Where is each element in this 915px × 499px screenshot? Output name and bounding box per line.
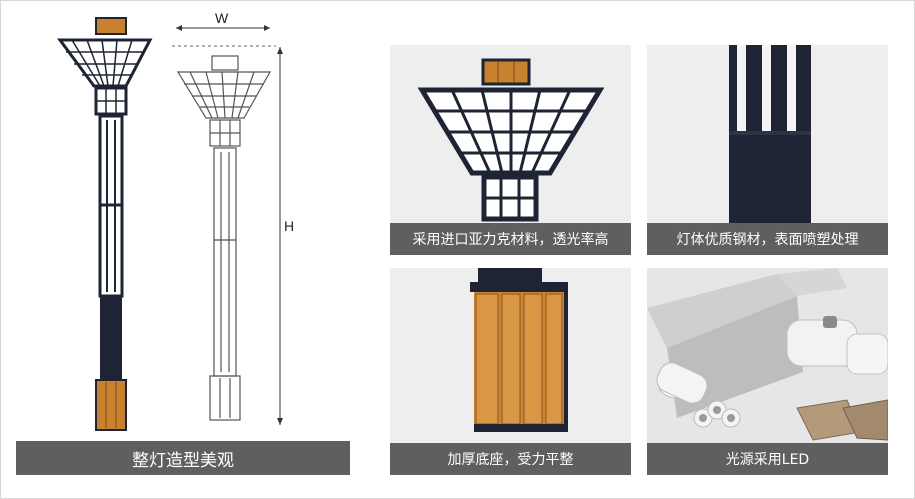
main-caption: 整灯造型美观 — [16, 441, 350, 475]
detail-panel-base: 加厚底座，受力平整 — [390, 268, 631, 475]
panel-caption-4: 光源采用LED — [647, 443, 888, 475]
height-label: H — [284, 218, 295, 234]
detail-panel-lamp-head: 采用进口亚力克材料，透光率高 — [390, 45, 631, 255]
lamp-head-photo — [417, 58, 605, 222]
lamp-color-drawing — [57, 17, 153, 431]
panel-caption-2: 灯体优质钢材，表面喷塑处理 — [647, 223, 888, 255]
detail-panel-led: 光源采用LED — [647, 268, 888, 475]
detail-panel-pole: 灯体优质钢材，表面喷塑处理 — [647, 45, 888, 255]
width-dimension-line — [172, 25, 276, 47]
panel-caption-3: 加厚底座，受力平整 — [390, 443, 631, 475]
base-photo — [470, 268, 568, 432]
height-dimension-line — [277, 47, 283, 425]
led-tube-photo — [647, 268, 888, 443]
width-label: W — [215, 10, 229, 26]
lamp-line-drawing — [176, 55, 272, 421]
panel-caption-1: 采用进口亚力克材料，透光率高 — [390, 223, 631, 255]
pole-photo — [729, 45, 811, 225]
